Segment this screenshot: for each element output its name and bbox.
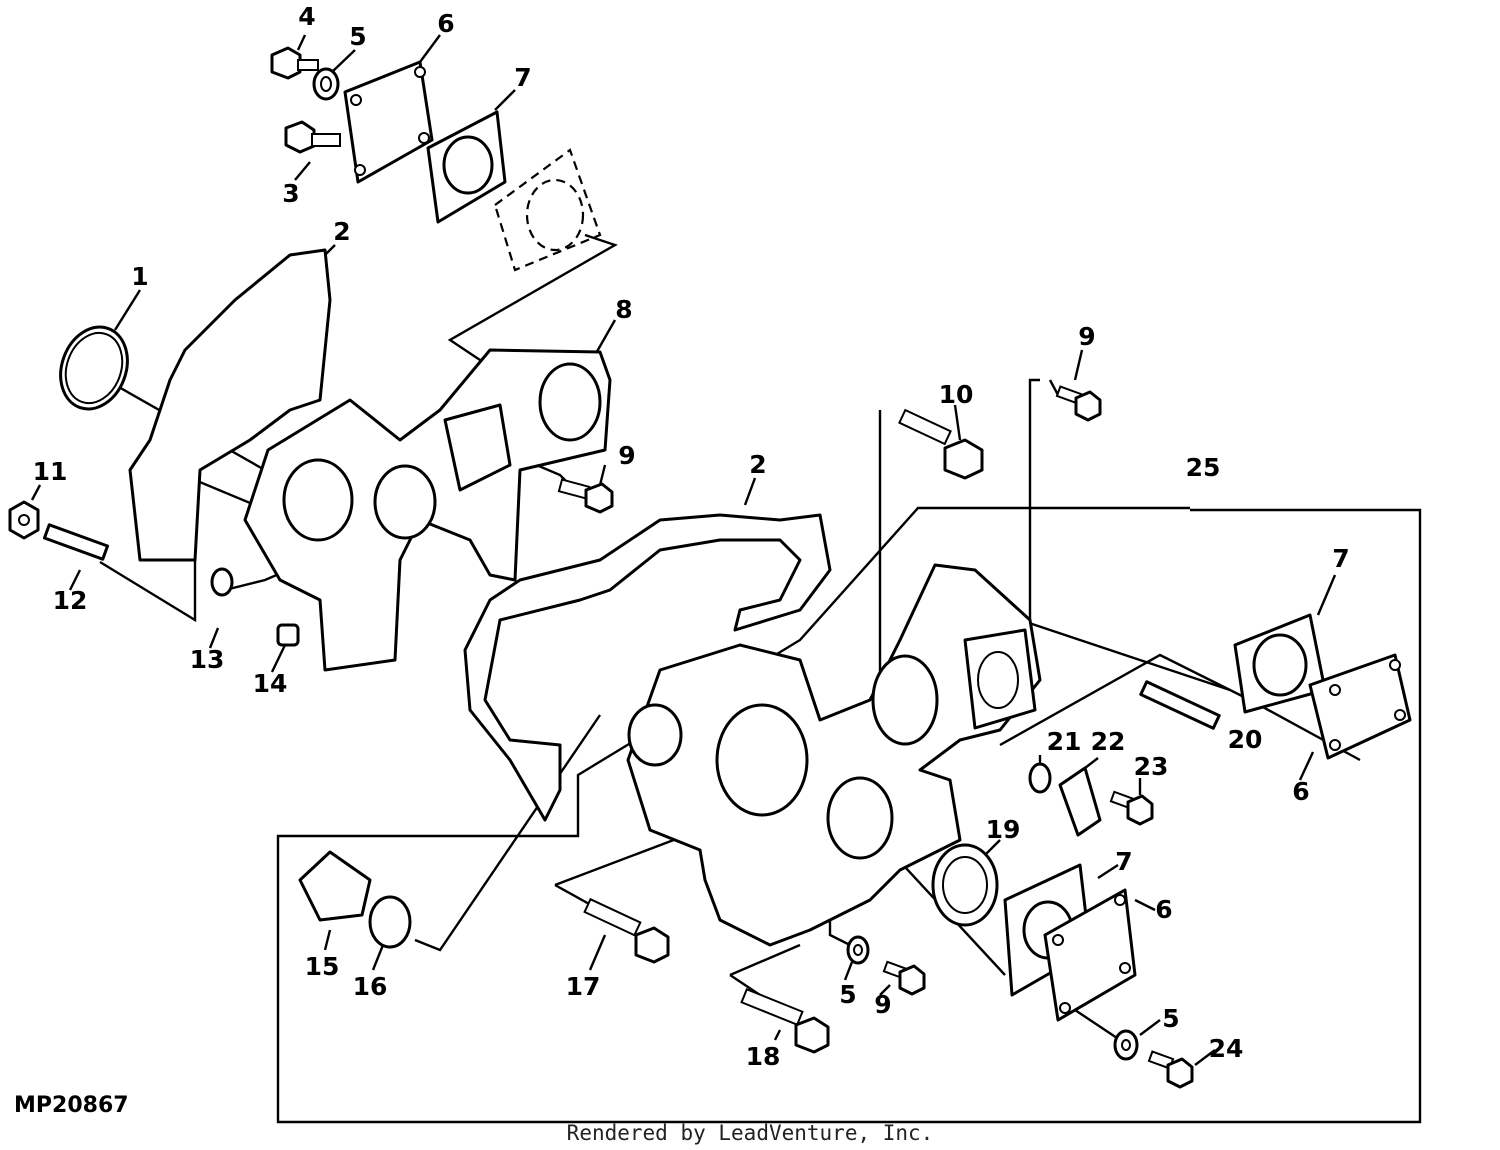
callout-7[interactable]: 7: [1115, 847, 1132, 876]
part-washer-5-mid[interactable]: [846, 935, 870, 965]
part-cover-22[interactable]: [1058, 766, 1102, 837]
part-cap-screw-24[interactable]: [1147, 1050, 1194, 1089]
part-cover-plate-6-right[interactable]: [1308, 653, 1412, 760]
callout-15[interactable]: 15: [305, 952, 340, 981]
callout-16[interactable]: 16: [353, 972, 388, 1001]
callout-21[interactable]: 21: [1047, 727, 1082, 756]
callout-4[interactable]: 4: [298, 2, 315, 31]
part-o-ring-1[interactable]: [50, 318, 139, 419]
part-cap-screw-9-mid[interactable]: [882, 960, 926, 996]
callout-7[interactable]: 7: [1332, 544, 1349, 573]
part-cap-screw-18[interactable]: [740, 987, 830, 1054]
part-stud-20[interactable]: [1139, 680, 1221, 730]
callout-5[interactable]: 5: [349, 22, 366, 51]
callout-13[interactable]: 13: [190, 645, 225, 674]
part-cap-screw-23[interactable]: [1109, 790, 1154, 826]
callout-2[interactable]: 2: [749, 450, 766, 479]
callout-6[interactable]: 6: [1155, 895, 1172, 924]
footer-credit: Rendered by LeadVenture, Inc.: [567, 1121, 934, 1145]
part-cover-plate-6-lower[interactable]: [1043, 888, 1137, 1022]
callout-5[interactable]: 5: [839, 980, 856, 1009]
callout-6[interactable]: 6: [437, 9, 454, 38]
part-cap-screw-4[interactable]: [270, 46, 319, 80]
callout-7[interactable]: 7: [514, 63, 531, 92]
callout-3[interactable]: 3: [282, 179, 299, 208]
callout-14[interactable]: 14: [253, 669, 288, 698]
callout-24[interactable]: 24: [1209, 1034, 1244, 1063]
callout-18[interactable]: 18: [746, 1042, 781, 1071]
part-stud-12[interactable]: [42, 523, 110, 561]
reference-id: MP20867: [14, 1093, 129, 1118]
callout-23[interactable]: 23: [1134, 752, 1169, 781]
part-gasket-2-right[interactable]: [463, 513, 832, 822]
part-cap-15[interactable]: [298, 850, 372, 922]
callout-2[interactable]: 2: [333, 217, 350, 246]
part-gasket-7[interactable]: [426, 110, 507, 224]
part-pin-14[interactable]: [276, 623, 300, 647]
callout-10[interactable]: 10: [939, 380, 974, 409]
part-gasket-2-left[interactable]: [128, 248, 332, 562]
part-o-ring-13[interactable]: [210, 567, 234, 597]
callout-9[interactable]: 9: [1078, 322, 1095, 351]
callout-11[interactable]: 11: [33, 457, 68, 486]
callout-5[interactable]: 5: [1162, 1004, 1179, 1033]
part-gasket-7-right[interactable]: [1233, 613, 1327, 714]
part-cover-plate-6[interactable]: [343, 60, 434, 184]
part-front-plate-8[interactable]: [243, 348, 612, 672]
callout-22[interactable]: 22: [1091, 727, 1126, 756]
callout-1[interactable]: 1: [131, 262, 148, 291]
callout-8[interactable]: 8: [615, 295, 632, 324]
part-oil-seal-19[interactable]: [931, 843, 999, 927]
leader-lines: [30, 34, 1422, 1124]
part-cap-screw-9-top[interactable]: [1055, 385, 1102, 422]
callout-17[interactable]: 17: [566, 972, 601, 1001]
part-washer-5[interactable]: [312, 67, 340, 101]
callout-25[interactable]: 25: [1186, 453, 1221, 482]
part-cap-screw-17[interactable]: [583, 897, 670, 964]
part-cap-screw-9-left[interactable]: [557, 478, 614, 514]
callout-12[interactable]: 12: [53, 586, 88, 615]
part-plug-11[interactable]: [8, 500, 40, 540]
callout-6[interactable]: 6: [1292, 777, 1309, 806]
part-cap-screw-3[interactable]: [284, 120, 341, 154]
callout-9[interactable]: 9: [618, 441, 635, 470]
part-housing-outline-dashed: [493, 148, 602, 272]
callouts: 4 5 6 7 3 2 1 8 9 11 12 13 14 9 10 2 25 …: [33, 2, 1350, 1071]
part-o-ring-21[interactable]: [1028, 762, 1052, 794]
callout-19[interactable]: 19: [986, 815, 1021, 844]
part-cap-screw-10[interactable]: [898, 408, 984, 480]
callout-9[interactable]: 9: [874, 990, 891, 1019]
part-front-cover-housing[interactable]: [626, 563, 1042, 947]
part-o-ring-16[interactable]: [368, 895, 412, 949]
part-washer-5-lower[interactable]: [1113, 1029, 1139, 1061]
callout-20[interactable]: 20: [1228, 725, 1263, 754]
